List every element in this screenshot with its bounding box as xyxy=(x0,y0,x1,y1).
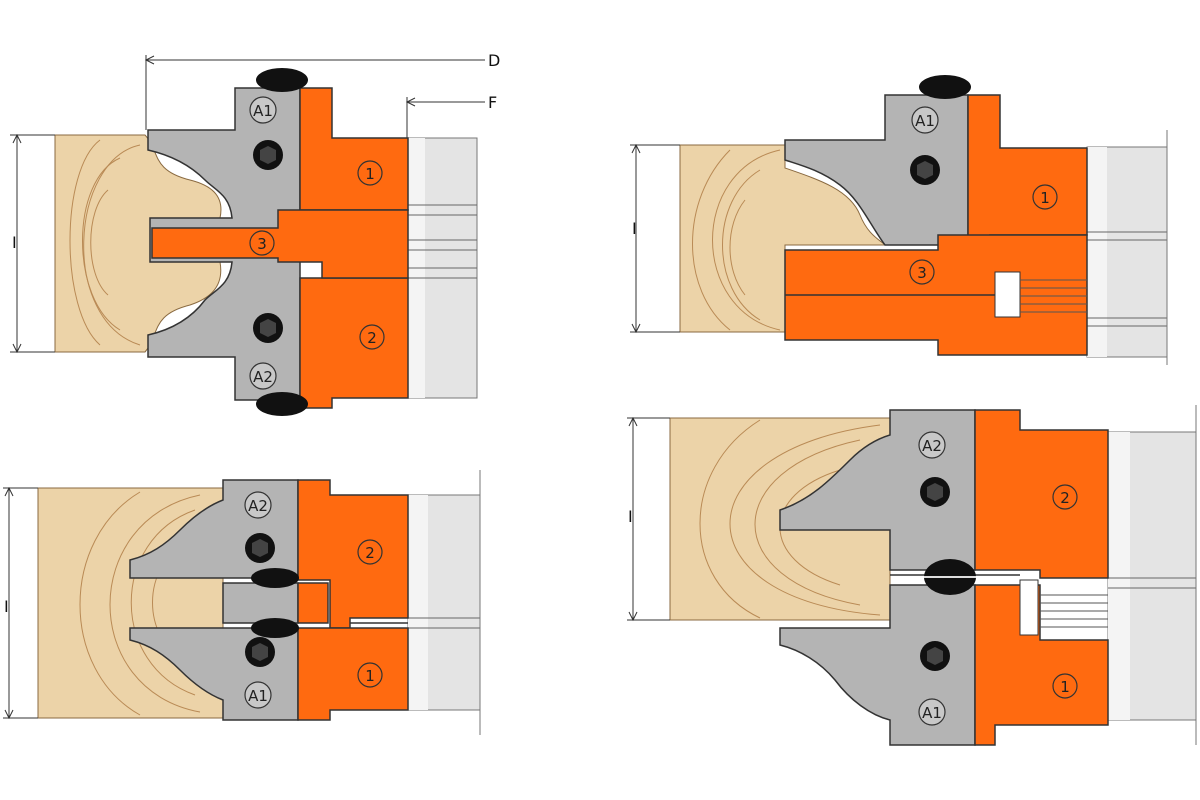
cutter-1-bottom-left xyxy=(297,627,409,721)
screw-head-top-right xyxy=(919,75,971,99)
spindle-bottom-left xyxy=(407,470,481,735)
circled-number-icon: 2 xyxy=(1052,484,1078,510)
label-a2-top-left: A2 xyxy=(253,368,273,386)
spindle-top-left xyxy=(404,137,478,399)
label-a1-bottom-left: A1 xyxy=(248,687,268,705)
hex-socket-screw-icon xyxy=(245,637,275,667)
cutter-2-top-left xyxy=(299,277,409,409)
circled-number-icon: A2 xyxy=(918,431,946,459)
view-bottom-right: A2 A1 2 1 I xyxy=(627,405,1197,746)
view-bottom-left: A2 A1 2 1 I xyxy=(3,470,481,735)
label-1-bottom-right: 1 xyxy=(1060,678,1070,696)
label-2-bottom-right: 2 xyxy=(1060,489,1070,507)
label-3-top-right: 3 xyxy=(917,264,927,282)
label-2-top-left: 2 xyxy=(367,329,377,347)
label-a1-top-right: A1 xyxy=(915,112,935,130)
spindle-grooves-bottom-right xyxy=(1040,594,1108,628)
dimension-d: D xyxy=(144,51,500,130)
cutter-3-slot-top-right xyxy=(994,271,1021,318)
dimension-f-label: F xyxy=(488,93,497,112)
dimension-f: F xyxy=(405,93,497,138)
circled-number-icon: A1 xyxy=(911,106,939,134)
hex-socket-screw-icon xyxy=(920,641,950,671)
cutter-3-top-left xyxy=(151,209,409,279)
label-1-top-right: 1 xyxy=(1040,189,1050,207)
hex-socket-screw-icon xyxy=(910,155,940,185)
circled-number-icon: A2 xyxy=(249,362,277,390)
circled-number-icon: 1 xyxy=(1032,184,1058,210)
circled-number-icon: 3 xyxy=(249,230,275,256)
dimension-i-label: I xyxy=(12,233,17,252)
circled-number-icon: 1 xyxy=(357,160,383,186)
label-1-bottom-left: 1 xyxy=(365,667,375,685)
dimension-d-label: D xyxy=(488,51,500,70)
cutter-2-bottom-right xyxy=(974,409,1109,579)
hex-socket-screw-icon xyxy=(253,313,283,343)
circled-number-icon: A2 xyxy=(244,491,272,519)
hex-socket-screw-icon xyxy=(920,477,950,507)
circled-number-icon: A1 xyxy=(249,96,277,124)
workpiece-top-right xyxy=(679,144,887,333)
circled-number-icon: 3 xyxy=(909,259,935,285)
view-top-left: A1 A2 1 2 3 D F xyxy=(10,51,500,416)
dimension-i-label-top-right: I xyxy=(632,219,637,238)
circled-number-icon: A1 xyxy=(244,681,272,709)
dimension-i-bottom-left: I xyxy=(3,486,38,720)
label-a1-bottom-right: A1 xyxy=(922,704,942,722)
cutter-1-slot-bottom-right xyxy=(1019,579,1039,636)
screw-head-bottom xyxy=(256,392,308,416)
cutter-center-bottom-left xyxy=(297,582,329,624)
label-a2-bottom-right: A2 xyxy=(922,437,942,455)
screw-head-top xyxy=(256,68,308,92)
cutter-1-bottom-right xyxy=(974,584,1109,746)
circled-number-icon: 2 xyxy=(357,539,383,565)
circled-number-icon: 1 xyxy=(357,662,383,688)
spindle-grooves-top-right xyxy=(1020,279,1087,313)
workpiece-top-left xyxy=(54,134,222,353)
label-3-top-left: 3 xyxy=(257,235,267,253)
dimension-i-top-right: I xyxy=(630,143,680,334)
label-2-bottom-left: 2 xyxy=(365,544,375,562)
spindle-top-right xyxy=(1086,130,1168,365)
dimension-i-label-bottom-left: I xyxy=(4,597,9,616)
dimension-i-label-bottom-right: I xyxy=(628,507,633,526)
hex-socket-screw-icon xyxy=(253,140,283,170)
view-top-right: A1 1 3 I xyxy=(630,75,1168,365)
steel-body-bottom-left-center xyxy=(222,582,299,624)
dimension-i-bottom-right: I xyxy=(627,416,670,622)
spindle-bottom-right xyxy=(1107,405,1197,745)
cutter-1-top-right xyxy=(967,94,1088,246)
circled-number-icon: 1 xyxy=(1052,673,1078,699)
screw-head-lower-bottom-left xyxy=(251,618,299,638)
label-1-top-left: 1 xyxy=(365,165,375,183)
screw-head-upper-bottom-left xyxy=(251,568,299,588)
hex-socket-screw-icon xyxy=(245,533,275,563)
circled-number-icon: 2 xyxy=(359,324,385,350)
label-a2-bottom-left: A2 xyxy=(248,497,268,515)
cutter-1-top-left xyxy=(299,87,409,211)
dimension-i-top-left: I xyxy=(10,133,55,354)
cutter-2-bottom-left xyxy=(297,479,409,629)
circled-number-icon: A1 xyxy=(918,698,946,726)
label-a1-top-left: A1 xyxy=(253,102,273,120)
